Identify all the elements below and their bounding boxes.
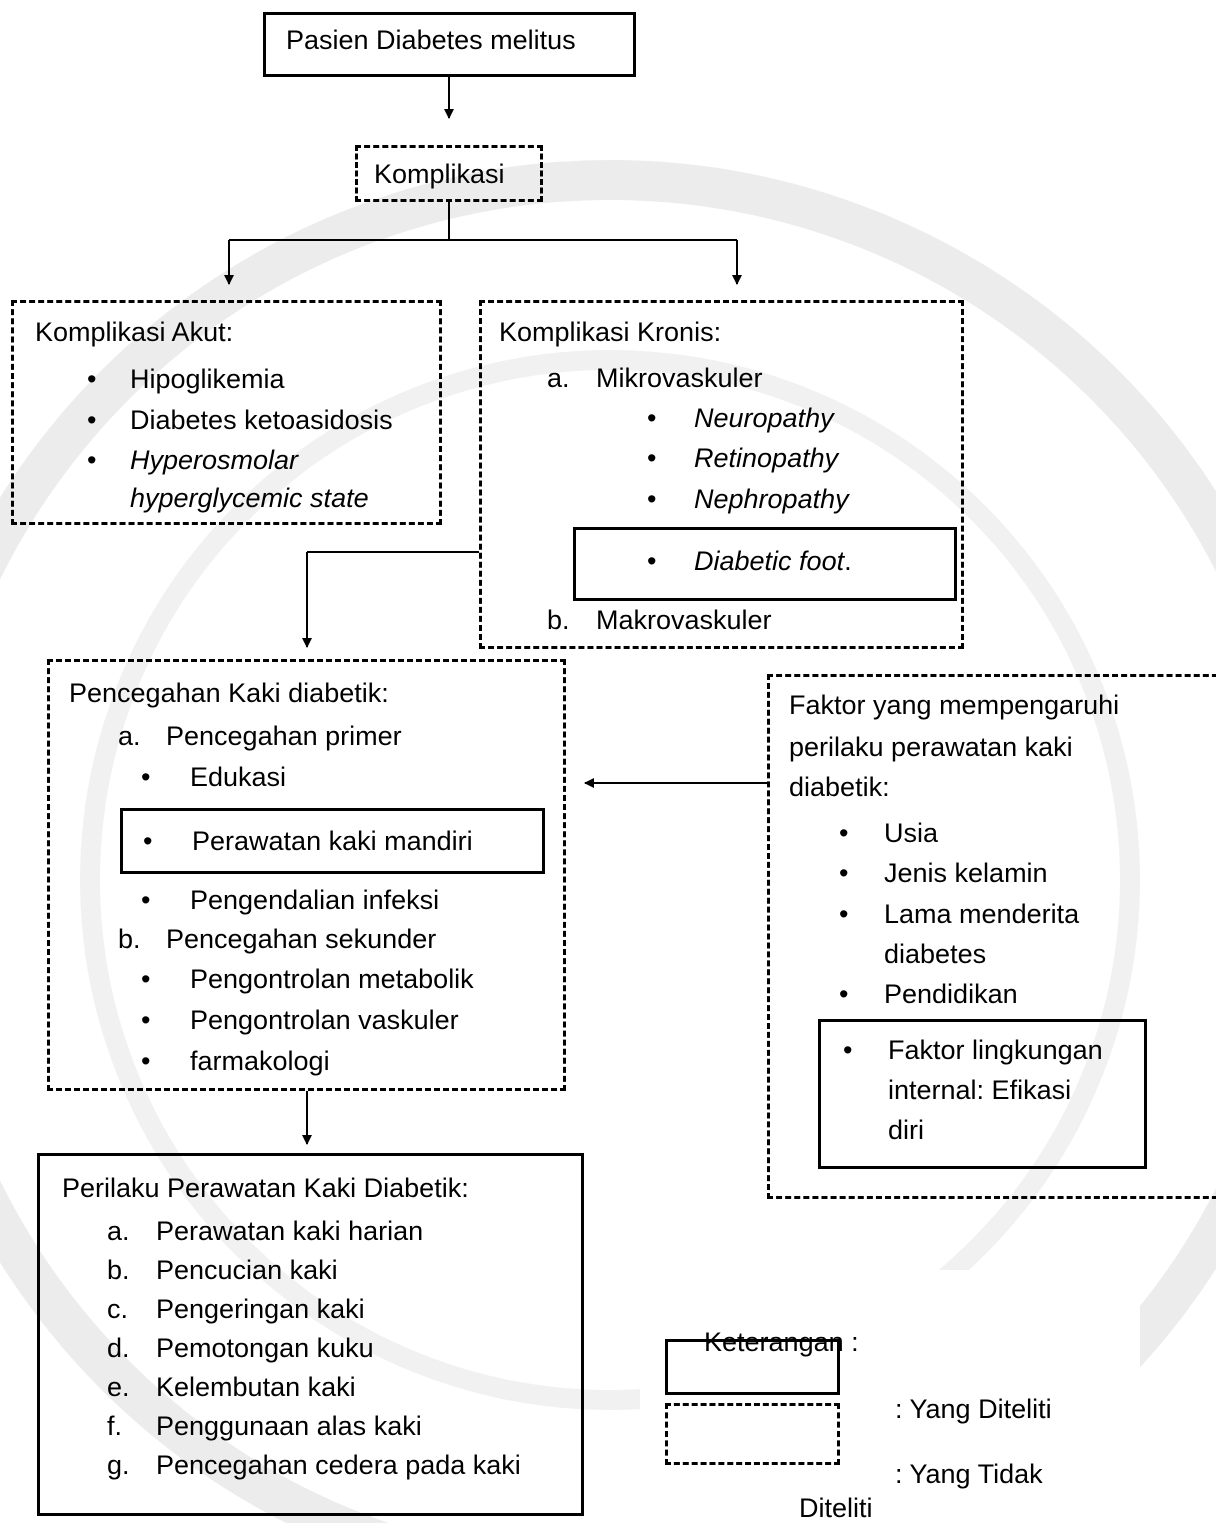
box-komplikasi [355, 145, 543, 202]
bullet: • [143, 826, 153, 856]
legend-dashed-label-1: : Yang Tidak [895, 1459, 1043, 1489]
box-diabetic-foot [573, 527, 957, 601]
kronis-b-marker: b. [547, 605, 570, 635]
kronis-item-retinopathy: Retinopathy [694, 443, 839, 473]
legend-dashed-label-2: Diteliti [799, 1493, 873, 1523]
bullet: • [839, 858, 849, 888]
akut-title: Komplikasi Akut: [35, 317, 234, 347]
perilaku-item-f: Penggunaan alas kaki [156, 1411, 422, 1441]
box-faktor-lingkungan [818, 1019, 1147, 1169]
perilaku-marker-d: d. [107, 1333, 130, 1363]
box-perawatan-kaki-mandiri [120, 808, 545, 874]
bullet: • [839, 818, 849, 848]
faktor-item-diabetes: diabetes [884, 939, 987, 969]
pencegahan-item-vaskuler: Pengontrolan vaskuler [190, 1005, 459, 1035]
perilaku-item-e: Kelembutan kaki [156, 1372, 356, 1402]
box-komplikasi-kronis [479, 300, 964, 649]
faktor-item-jenis-kelamin: Jenis kelamin [884, 858, 1048, 888]
bullet: • [647, 546, 657, 576]
pencegahan-title: Pencegahan Kaki diabetik: [69, 678, 389, 708]
bullet: • [141, 1046, 151, 1076]
faktor-highlight-line-3: diri [888, 1115, 925, 1145]
legend-dashed-swatch [665, 1403, 840, 1465]
bullet: • [141, 885, 151, 915]
legend-solid-label: : Yang Diteliti [895, 1394, 1052, 1424]
bullet: • [141, 1005, 151, 1035]
perilaku-marker-a: a. [107, 1216, 130, 1246]
faktor-highlight-line-1: Faktor lingkungan [888, 1035, 1103, 1065]
kronis-a-label: Mikrovaskuler [596, 363, 763, 393]
faktor-title-line-1: Faktor yang mempengaruhi [789, 690, 1120, 720]
pencegahan-item-metabolik: Pengontrolan metabolik [190, 964, 474, 994]
diabetic-foot-text: Diabetic foot [694, 546, 845, 576]
perilaku-item-g: Pencegahan cedera pada kaki [156, 1450, 521, 1480]
kronis-item-diabetic-foot: Diabetic foot. [694, 545, 852, 577]
perilaku-title: Perilaku Perawatan Kaki Diabetik: [62, 1173, 469, 1203]
pencegahan-a-marker: a. [118, 721, 141, 751]
bullet: • [647, 443, 657, 473]
label-komplikasi: Komplikasi [374, 159, 505, 189]
kronis-a-marker: a. [547, 363, 570, 393]
diabetic-foot-period: . [844, 546, 852, 576]
box-pencegahan [47, 659, 566, 1091]
perilaku-marker-c: c. [107, 1294, 129, 1324]
box-komplikasi-akut [11, 300, 442, 525]
pencegahan-item-infeksi: Pengendalian infeksi [190, 885, 440, 915]
faktor-title-line-3: diabetik: [789, 772, 890, 802]
kronis-item-neuropathy: Neuropathy [694, 403, 834, 433]
faktor-highlight-line-2: internal: Efikasi [888, 1075, 1072, 1105]
kronis-item-nephropathy: Nephropathy [694, 484, 849, 514]
perilaku-item-c: Pengeringan kaki [156, 1294, 365, 1324]
label-pasien-diabetes: Pasien Diabetes melitus [286, 25, 576, 55]
perilaku-marker-f: f. [107, 1411, 123, 1441]
legend-title: Keterangan : [704, 1327, 859, 1357]
faktor-title-line-2: perilaku perawatan kaki [789, 732, 1073, 762]
pencegahan-a-label: Pencegahan primer [166, 721, 402, 751]
perilaku-marker-g: g. [107, 1450, 130, 1480]
pencegahan-item-farmakologi: farmakologi [190, 1046, 330, 1076]
faktor-item-usia: Usia [884, 818, 939, 848]
bullet: • [647, 484, 657, 514]
faktor-item-pendidikan: Pendidikan [884, 979, 1018, 1009]
akut-item-hyperosmolar: Hyperosmolar [130, 445, 299, 475]
bullet: • [839, 899, 849, 929]
bullet: • [843, 1035, 853, 1065]
bullet: • [141, 762, 151, 792]
legend-solid-swatch [665, 1339, 840, 1395]
box-faktor [767, 674, 1216, 1199]
perilaku-item-d: Pemotongan kuku [156, 1333, 374, 1363]
pencegahan-b-label: Pencegahan sekunder [166, 924, 437, 954]
pencegahan-b-marker: b. [118, 924, 141, 954]
pencegahan-item-edukasi: Edukasi [190, 762, 287, 792]
pencegahan-item-perawatan-mandiri: Perawatan kaki mandiri [192, 826, 473, 856]
bullet: • [839, 979, 849, 1009]
akut-item-ketoasidosis: Diabetes ketoasidosis [130, 405, 393, 435]
bullet: • [87, 405, 97, 435]
bullet: • [87, 445, 97, 475]
akut-item-hyperglycemic: hyperglycemic state [130, 483, 369, 513]
kronis-b-label: Makrovaskuler [596, 605, 772, 635]
perilaku-marker-b: b. [107, 1255, 130, 1285]
bullet: • [141, 964, 151, 994]
perilaku-item-b: Pencucian kaki [156, 1255, 338, 1285]
perilaku-marker-e: e. [107, 1372, 130, 1402]
bullet: • [647, 403, 657, 433]
kronis-title: Komplikasi Kronis: [499, 317, 722, 347]
box-perilaku [37, 1153, 584, 1516]
faktor-item-lama-menderita: Lama menderita [884, 899, 1080, 929]
bullet: • [87, 364, 97, 394]
akut-item-hipoglikemia: Hipoglikemia [130, 364, 285, 394]
perilaku-item-a: Perawatan kaki harian [156, 1216, 424, 1246]
box-pasien-diabetes [263, 12, 636, 77]
